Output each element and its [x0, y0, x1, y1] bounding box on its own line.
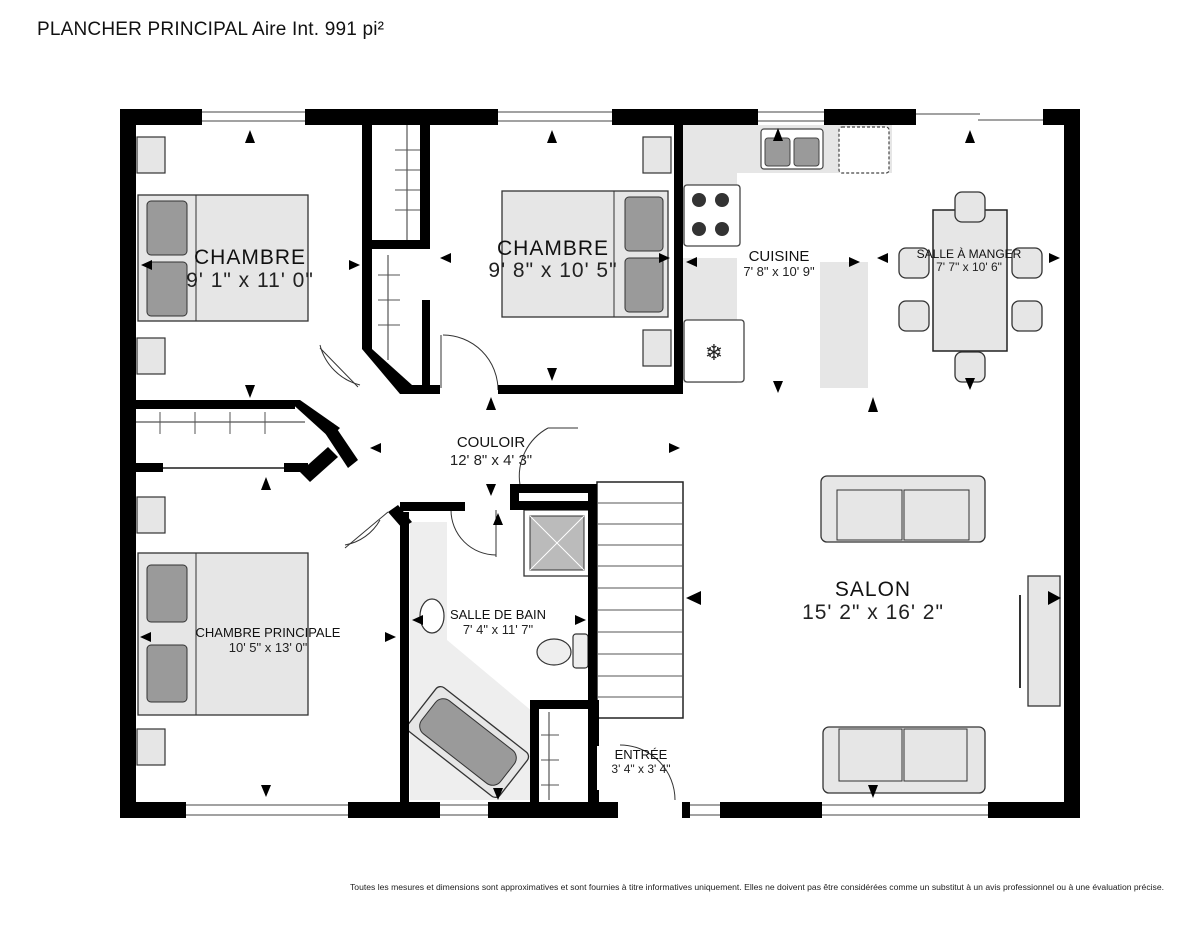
master-dims: 10' 5" x 13' 0"	[229, 640, 308, 655]
dining-table	[898, 191, 1043, 383]
floor-plan: ❄	[120, 109, 1080, 818]
kitchen-fixtures: ❄	[682, 125, 892, 388]
disclaimer-text: Toutes les mesures et dimensions sont ap…	[350, 882, 1164, 892]
bedroom-middle-dims: 9' 8" x 10' 5"	[488, 259, 617, 282]
dining-dims: 7' 7" x 10' 6"	[936, 260, 1002, 274]
bedroom-left-furniture	[136, 136, 309, 375]
bathroom-fixtures	[406, 509, 591, 800]
hallway-name: COULOIR	[457, 434, 526, 451]
bedroom-left-dims: 9' 1" x 11' 0"	[186, 269, 314, 292]
closets	[133, 124, 559, 800]
bathroom-dims: 7' 4" x 11' 7"	[463, 622, 534, 637]
bedroom-middle-name: CHAMBRE	[497, 237, 609, 260]
hallway-dims: 12' 8" x 4' 3"	[450, 452, 532, 469]
bedroom-left-name: CHAMBRE	[194, 246, 306, 269]
kitchen-dims: 7' 8" x 10' 9"	[743, 264, 815, 279]
measurement-arrows	[140, 128, 1061, 800]
dining-name: SALLE À MANGER	[917, 246, 1022, 261]
master-name: CHAMBRE PRINCIPALE	[196, 625, 341, 640]
bathroom-name: SALLE DE BAIN	[450, 607, 546, 622]
svg-text:❄: ❄	[705, 341, 723, 366]
windows	[186, 111, 1043, 816]
entry-dims: 3' 4" x 3' 4"	[611, 762, 670, 776]
entry-name: ENTRÉE	[615, 747, 668, 762]
page-title: PLANCHER PRINCIPAL Aire Int. 991 pi²	[37, 19, 385, 40]
living-name: SALON	[835, 578, 911, 601]
living-furniture	[820, 475, 1061, 794]
door-swings	[319, 334, 676, 801]
master-bedroom-furniture	[136, 496, 309, 766]
kitchen-name: CUISINE	[749, 248, 810, 265]
walls	[120, 109, 1080, 818]
bedroom-middle-furniture	[501, 136, 672, 367]
living-dims: 15' 2" x 16' 2"	[802, 601, 944, 624]
staircase	[596, 481, 684, 719]
